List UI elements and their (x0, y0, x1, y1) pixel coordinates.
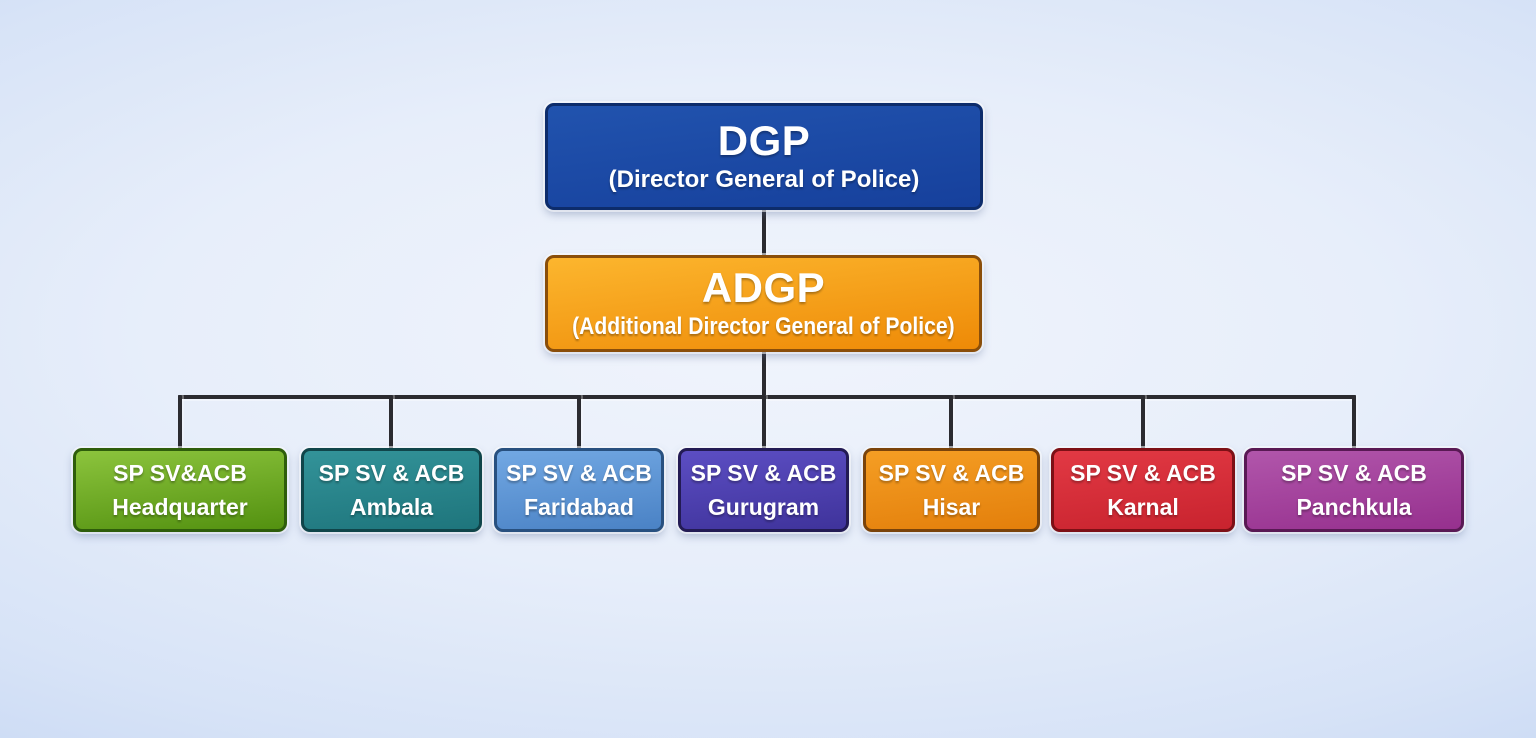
node-sp-hisar: SP SV & ACB Hisar (863, 448, 1040, 532)
connector-drop-panchkula (1352, 395, 1356, 449)
unit-line1: SP SV & ACB (506, 460, 652, 486)
connector-drop-karnal (1141, 395, 1145, 449)
unit-line1: SP SV & ACB (1281, 460, 1427, 486)
unit-line2: Gurugram (707, 494, 820, 520)
node-dgp: DGP (Director General of Police) (545, 103, 983, 210)
unit-line1: SP SV & ACB (878, 460, 1025, 486)
dgp-title: DGP (717, 117, 811, 165)
unit-line2: Karnal (1107, 494, 1179, 520)
dgp-subtitle: (Director General of Police) (608, 166, 920, 194)
unit-line1: SP SV & ACB (318, 460, 465, 486)
node-sp-karnal: SP SV & ACB Karnal (1051, 448, 1235, 532)
connector-drop-hisar (949, 395, 953, 449)
connector-adgp-to-bus (762, 351, 766, 397)
connector-horizontal-bus (178, 395, 1356, 399)
node-sp-headquarter: SP SV&ACB Headquarter (73, 448, 287, 532)
unit-line2: Hisar (922, 494, 981, 520)
node-sp-gurugram: SP SV & ACB Gurugram (678, 448, 849, 532)
unit-line1: SP SV&ACB (113, 460, 247, 486)
node-adgp: ADGP (Additional Director General of Pol… (545, 255, 982, 352)
unit-line1: SP SV & ACB (690, 460, 837, 486)
connector-dgp-to-adgp (762, 209, 766, 256)
node-sp-faridabad: SP SV & ACB Faridabad (494, 448, 664, 532)
unit-line2: Ambala (349, 494, 434, 520)
unit-line2: Headquarter (112, 494, 248, 520)
connector-drop-gurugram (762, 395, 766, 449)
unit-line2: Faridabad (524, 494, 634, 520)
unit-line2: Panchkula (1296, 494, 1412, 520)
adgp-title: ADGP (701, 264, 826, 312)
connector-drop-ambala (389, 395, 393, 449)
connector-drop-headquarter (178, 395, 182, 449)
connector-drop-faridabad (577, 395, 581, 449)
adgp-subtitle: (Additional Director General of Police) (572, 313, 955, 341)
node-sp-ambala: SP SV & ACB Ambala (301, 448, 482, 532)
node-sp-panchkula: SP SV & ACB Panchkula (1244, 448, 1464, 532)
unit-line1: SP SV & ACB (1070, 460, 1216, 486)
